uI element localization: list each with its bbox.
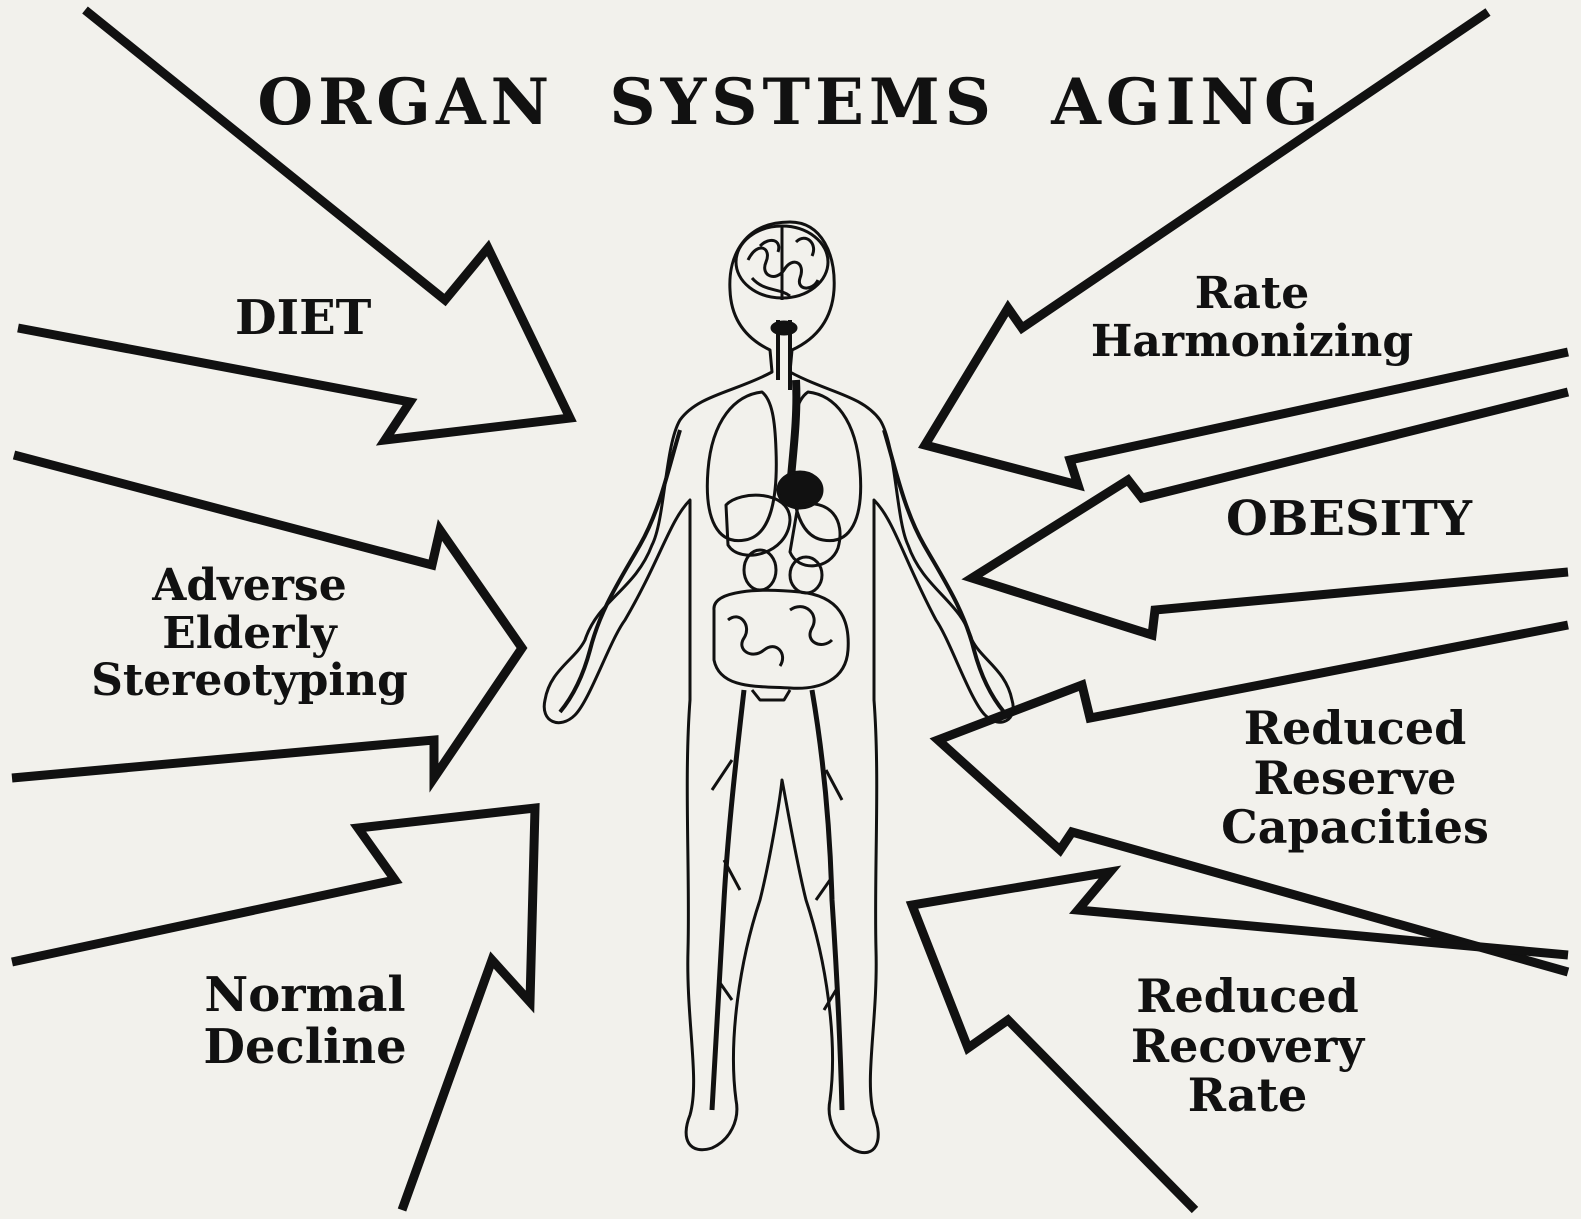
factor-adverse-line-2: Elderly: [62, 610, 437, 658]
factor-reserve-line-3: Capacities: [1200, 803, 1510, 853]
factor-adverse-stereotyping: Adverse Elderly Stereotyping: [62, 562, 437, 705]
page-title: ORGAN SYSTEMS AGING: [0, 68, 1581, 137]
factor-reduced-reserve: Reduced Reserve Capacities: [1200, 704, 1510, 853]
factor-normal-line-2: Decline: [190, 1022, 420, 1074]
factor-recovery-line-3: Rate: [1110, 1071, 1385, 1121]
human-anatomy-figure-icon: [544, 222, 1013, 1153]
factor-normal-decline: Normal Decline: [190, 970, 420, 1074]
factor-recovery-line-1: Reduced: [1110, 972, 1385, 1022]
factor-recovery-line-2: Recovery: [1110, 1022, 1385, 1072]
factor-obesity: OBESITY: [1226, 494, 1472, 546]
factor-rate-harmonizing: Rate Harmonizing: [1062, 270, 1442, 365]
factor-normal-line-1: Normal: [190, 970, 420, 1022]
factor-rate-line-2: Harmonizing: [1062, 318, 1442, 366]
factor-adverse-line-3: Stereotyping: [62, 657, 437, 705]
factor-reserve-line-1: Reduced: [1200, 704, 1510, 754]
factor-rate-line-1: Rate: [1062, 270, 1442, 318]
factor-diet: DIET: [235, 293, 371, 345]
factor-reserve-line-2: Reserve: [1200, 754, 1510, 804]
factor-reduced-recovery: Reduced Recovery Rate: [1110, 972, 1385, 1121]
factor-adverse-line-1: Adverse: [62, 562, 437, 610]
